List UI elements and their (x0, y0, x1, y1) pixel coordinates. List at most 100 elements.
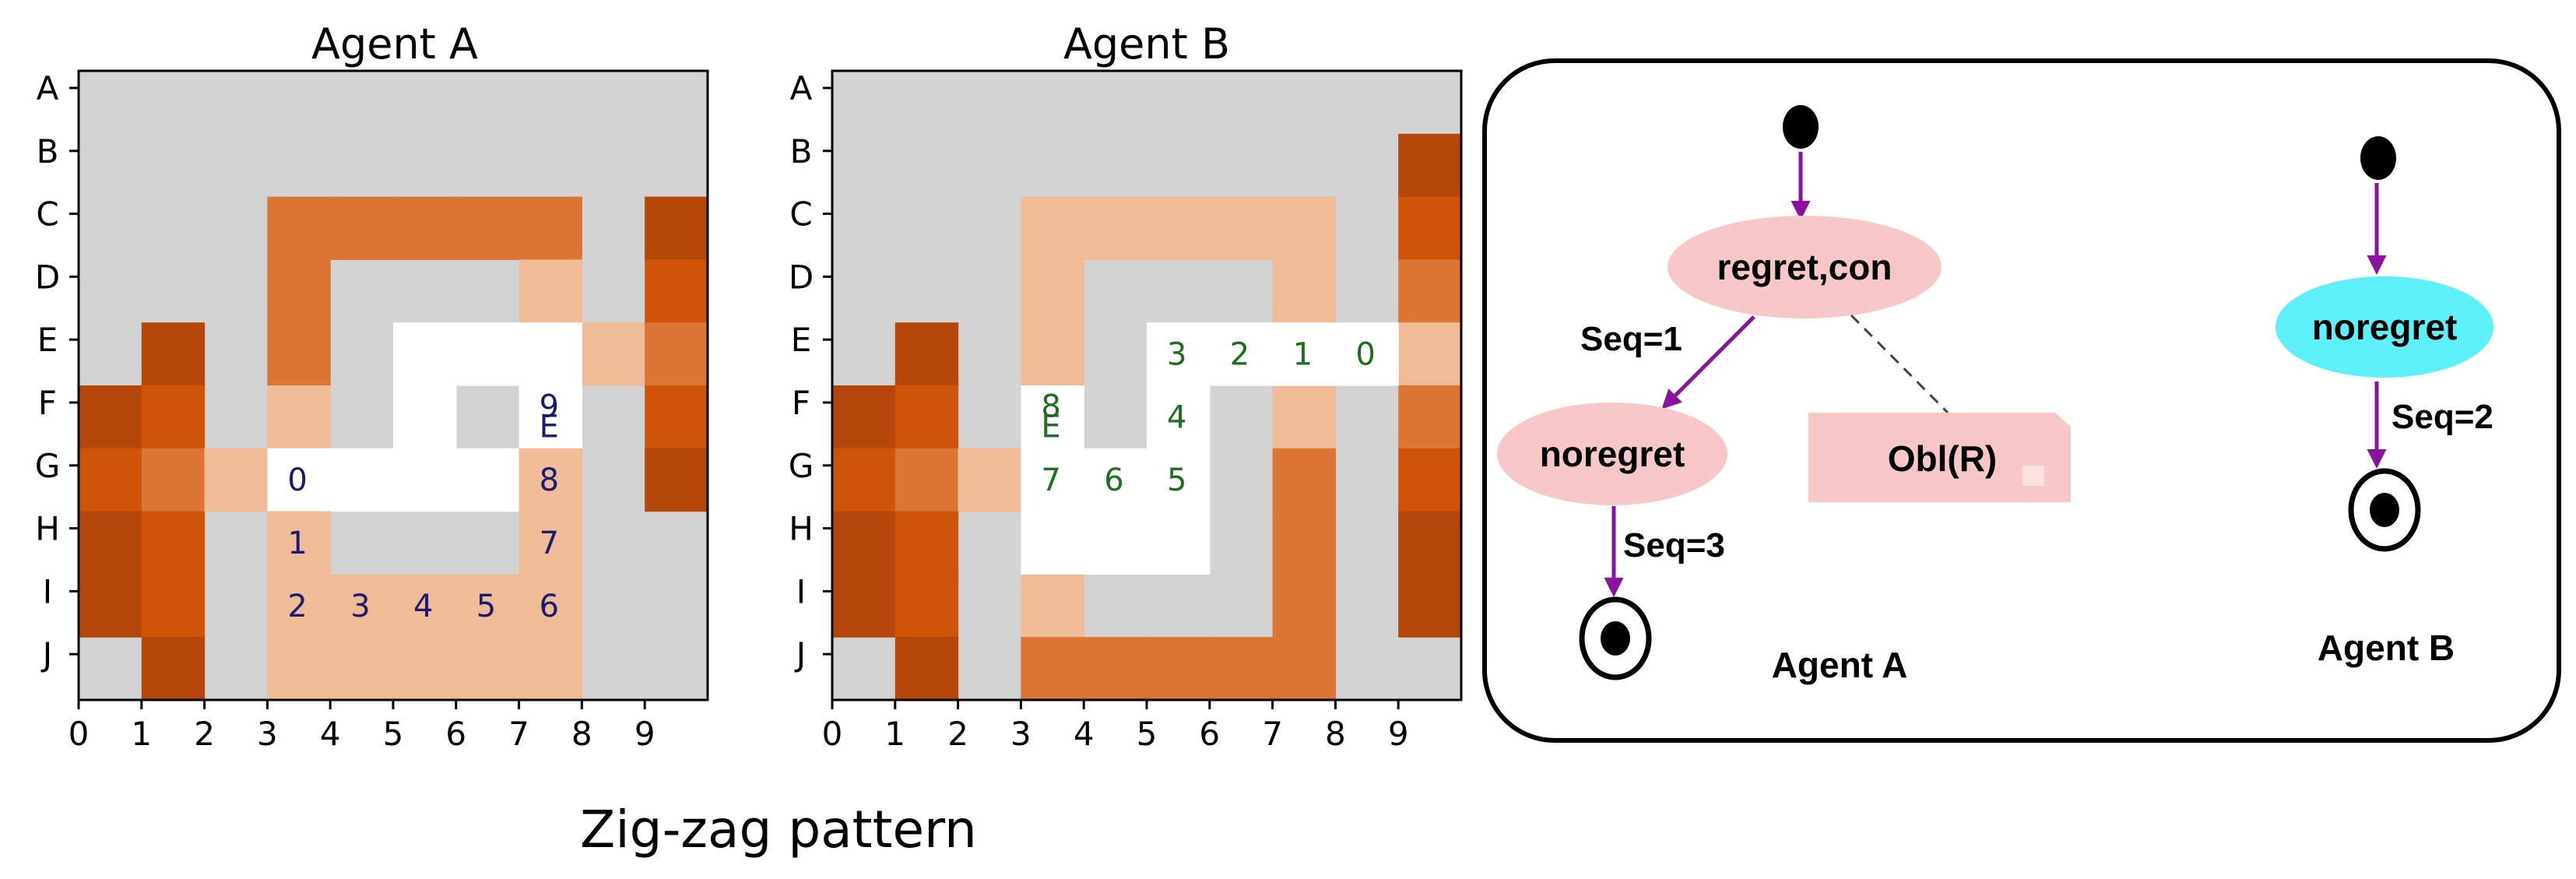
agent-b-grid-cell (1021, 574, 1084, 638)
agent-a-grid-cell (455, 574, 520, 638)
agent-a-grid-cell (518, 637, 582, 701)
agent-b-grid-cell (1021, 322, 1084, 386)
agent-a-grid-cell (645, 196, 708, 260)
agent-a-grid-cell (204, 448, 268, 512)
agent-b-grid-cell (1209, 196, 1274, 260)
agent-b-x-tick-label: 0 (822, 715, 843, 753)
agent-b-path-label: 6 (1104, 462, 1123, 498)
seq-2-label: Seq=2 (2391, 398, 2493, 436)
agent-b-x-tick-label: 7 (1262, 715, 1283, 753)
agent-a-grid-cell (141, 322, 206, 386)
agent-b-grid-cell (894, 385, 959, 449)
agent-a-grid-cell (141, 574, 206, 638)
agent-b-path-label: 3 (1167, 337, 1186, 373)
agent-a-y-tick-label: J (40, 635, 52, 673)
agent-a-path-label: 2 (287, 589, 307, 624)
agent-b-grid-cell (1272, 637, 1336, 701)
agent-b-path-label: 2 (1230, 337, 1249, 373)
agent-b-grid-cell (832, 511, 896, 575)
agent-a-grid-cell (267, 196, 331, 260)
agent-b-grid-cell (1398, 448, 1462, 512)
agent-a-grid-cell (141, 448, 206, 512)
agent-a-grid-cell (267, 511, 331, 575)
agent-b-grid-cell (1021, 511, 1084, 575)
agent-a-x-tick-label: 1 (131, 715, 152, 753)
agent-b-grid-cell (1398, 322, 1462, 386)
agent-b-grid-cell (1398, 511, 1462, 575)
agent-b-grid-cell (894, 637, 959, 701)
agent-a-x-tick-label: 6 (445, 715, 466, 753)
agent-b-grid-cell (1272, 259, 1336, 323)
agent-b-x-tick-label: 6 (1199, 715, 1220, 753)
agent-a-state-noregret-label: noregret (1540, 434, 1685, 474)
agent-a-path-label: 0 (287, 462, 307, 498)
agent-a-grid-cell (518, 448, 582, 512)
agent-b-y-tick-label: F (792, 384, 810, 422)
agent-a-grid-cell (267, 385, 331, 449)
agent-a-grid-cell (455, 322, 520, 386)
agent-a-x-tick-label: 4 (320, 715, 341, 753)
agent-a-y-tick-label: G (35, 447, 61, 485)
agent-a-path-label: 6 (539, 589, 559, 624)
agent-a-start-node (1783, 105, 1819, 149)
agent-a-grid-cell (455, 637, 520, 701)
agent-b-y-tick-label: G (789, 447, 814, 485)
agent-b-grid-cell (894, 511, 959, 575)
agent-b-path-label: 8 (1041, 389, 1060, 424)
agent-b-grid-cell (1209, 322, 1274, 386)
obligation-box-corner (2022, 466, 2044, 486)
agent-b-x-tick-label: 1 (884, 715, 905, 753)
agent-b-grid-cell (1084, 448, 1147, 512)
agent-a-grid-cell (645, 385, 708, 449)
agent-a-y-tick-label: D (35, 258, 60, 296)
agent-a-grid-cell (393, 448, 457, 512)
agent-b-x-tick-label: 4 (1074, 715, 1095, 753)
seq-1-label: Seq=1 (1580, 320, 1682, 358)
agent-b-grid-cell (1147, 511, 1211, 575)
agent-b-grid-cell (1147, 385, 1211, 449)
agent-b-grid-cell (958, 448, 1021, 512)
agent-a-grid-cell (393, 637, 457, 701)
agent-a-grid-cell (330, 637, 394, 701)
agent-b-y-tick-label: H (789, 510, 814, 548)
agent-a-state-regret-label: regret,con (1717, 247, 1892, 287)
figure-caption: Zig-zag pattern (580, 800, 977, 860)
agent-a-label: Agent A (1772, 645, 1908, 685)
agent-a-grid-cell (582, 322, 645, 386)
agent-a-grid-cell (79, 574, 142, 638)
agent-a-y-tick-label: F (38, 384, 57, 422)
agent-a-x-tick-label: 8 (571, 715, 592, 753)
agent-b-grid-cell (832, 385, 896, 449)
agent-b-grid-cell (894, 574, 959, 638)
agent-b-grid-cell (1084, 511, 1147, 575)
agent-a-path-label: 4 (413, 589, 433, 624)
agent-a-y-tick-label: I (43, 572, 52, 610)
agent-a-path-label: E (539, 409, 559, 445)
agent-a-grid-cell (267, 448, 331, 512)
agent-b-path-label: 1 (1293, 337, 1313, 373)
agent-b-y-tick-label: C (789, 195, 812, 234)
agent-a-state-regret (1668, 216, 1942, 318)
agent-b-grid-cell (1021, 196, 1084, 260)
agent-b-grid-cell (1021, 637, 1084, 701)
agent-b-grid-cell (1209, 637, 1274, 701)
agent-a-grid-cell (141, 637, 206, 701)
agent-a-grid-title: Agent A (311, 19, 478, 69)
agent-a-grid-cell (645, 448, 708, 512)
agent-b-grid-cell (1335, 322, 1399, 386)
agent-a-grid-cell (141, 385, 206, 449)
agent-a-x-tick-label: 7 (508, 715, 529, 753)
agent-b-path-label: E (1041, 409, 1060, 445)
agent-a-transition-arrow (1661, 315, 1755, 410)
agent-a-grid-cell (455, 196, 520, 260)
agent-a-grid-cell (518, 259, 582, 323)
agent-a-grid-cell (518, 511, 582, 575)
agent-b-grid-title: Agent B (1063, 19, 1230, 69)
agent-a-y-tick-label: C (36, 195, 58, 234)
agent-b-grid-cell (1147, 637, 1211, 701)
agent-b-state-noregret (2276, 276, 2493, 378)
agent-b-path-label: 0 (1355, 337, 1375, 373)
agent-b-grid-cell (1272, 196, 1336, 260)
agent-b-grid-cell (1147, 196, 1211, 260)
